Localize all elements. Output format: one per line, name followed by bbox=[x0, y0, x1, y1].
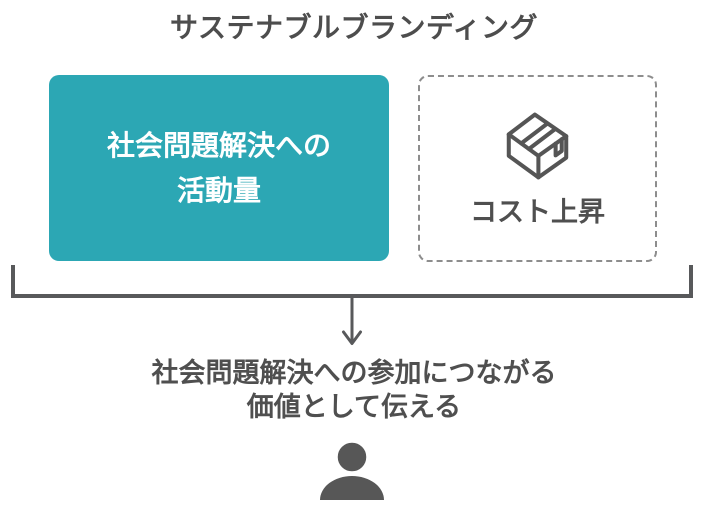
bracket-line bbox=[11, 265, 693, 298]
activity-box-label: 社会問題解決への 活動量 bbox=[107, 123, 331, 213]
conclusion-text: 社会問題解決への参加につながる 価値として伝える bbox=[0, 356, 708, 424]
activity-label-line2: 活動量 bbox=[176, 175, 261, 206]
activity-label-line1: 社会問題解決への bbox=[106, 130, 331, 161]
conclusion-line2: 価値として伝える bbox=[246, 392, 462, 422]
package-tape-flap bbox=[553, 136, 564, 157]
diagram-title: サステナブルブランディング bbox=[170, 12, 538, 43]
person-body bbox=[320, 476, 384, 500]
activity-box: 社会問題解決への 活動量 bbox=[49, 75, 389, 261]
cost-box-label: コスト上昇 bbox=[470, 196, 605, 227]
person-head bbox=[333, 438, 371, 476]
cost-box: コスト上昇 bbox=[418, 75, 657, 262]
conclusion-line1: 社会問題解決への参加につながる bbox=[151, 358, 557, 388]
person-icon bbox=[320, 438, 384, 500]
package-tape-stripe-2 bbox=[526, 126, 557, 151]
package-tape-stripe-1 bbox=[519, 121, 550, 145]
down-arrow-icon bbox=[342, 330, 362, 345]
package-icon bbox=[506, 112, 569, 179]
